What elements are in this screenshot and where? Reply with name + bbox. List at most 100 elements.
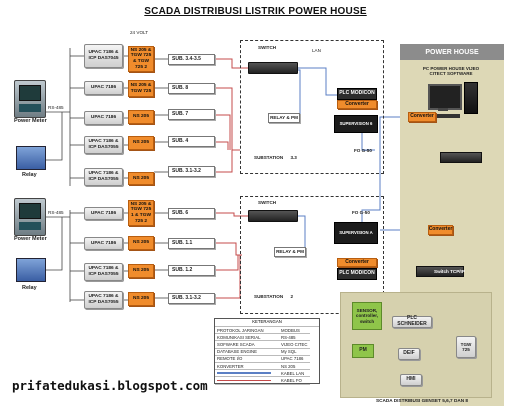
substation-label: SUB. 1.2 [168,265,215,276]
legend-value: VIJEO CITEC [279,340,310,349]
legend-header: KETERANGAN [215,319,319,327]
upac-module: UPAC 7186 [84,111,123,125]
plc-schneider: PLC SCHNEIDER [392,315,432,328]
legend-value: KABEL LAN [279,369,310,378]
diagram-title: SCADA DISTRIBUSI LISTRIK POWER HOUSE [144,6,367,17]
power-meter-icon [14,198,46,236]
legend-row: KABEL LAN [215,369,310,378]
ns-converter: NS 205 [128,264,154,278]
legend-lan-swatch [215,369,279,378]
power-meter-icon [14,80,46,118]
legend-key: REMOTE I/O [215,355,279,363]
upac-module: UPAC 7186 & ICP DAS7045 [84,44,123,68]
legend-value: My SQL [279,348,310,356]
substation-label: SUB. 4 [168,136,215,147]
relay-label-top: Relay [22,172,37,178]
relay-icon [16,146,46,170]
network-switch-icon [248,210,298,222]
plc-modicon: PLC MODICON [337,268,377,280]
relay-pm-box: RELAY & PM [274,247,306,257]
upac-module: UPAC 7186 & ICP DAS7055 [84,136,123,154]
relay-icon [16,258,46,282]
substation-label-lower: SUBSTATION 2 [254,294,293,299]
upac-module: UPAC 7186 [84,81,123,95]
relay-pm-box: RELAY & PM [268,113,300,123]
fo-label-lower: FO G-50 [352,210,370,215]
network-switch-icon [440,152,482,163]
switch-label: SWITCH [258,200,277,205]
converter-box: Converter [408,112,436,122]
pm-box: PM [352,344,374,358]
upac-module: UPAC 7186 [84,237,123,250]
watermark-text: prifatedukasi.blogspot.com [12,378,208,393]
plc-modicon: PLC MODICON [337,88,377,100]
supervision-box: SUPERVISION A [334,222,378,244]
substation-label: SUB. 7 [168,109,215,120]
substation-label-upper: SUBSTATION 3.3 [254,155,297,160]
tgw-box: TGW 725 [456,336,476,358]
relay-label-bottom: Relay [22,285,37,291]
genset-footer: SCADA DISTRIBUSI GENSET 5,6,7 DAN 8 [375,398,469,403]
substation-3-3-frame [240,40,384,174]
legend-value: NS 205 [279,362,310,371]
legend-value: UPAC 7186 [279,355,310,363]
substation-label: SUB. 3.1-3.2 [168,293,215,304]
rs485-label-bottom: RS-485 [48,210,64,215]
substation-label: SUB. 8 [168,83,215,94]
network-switch-icon [416,266,464,277]
legend-key: KONVERTER [215,362,279,371]
lan-label: LAN [312,48,321,53]
supervision-box: SUPERVISION 6 [334,115,378,133]
substation-word: SUBSTATION [254,294,284,299]
converter-box: Converter [337,258,377,267]
legend-key: DATABASE ENGINE [215,348,279,356]
upac-module: UPAC 7186 & ICP DAS7055 [84,168,123,186]
deif-box: DEIF [398,348,420,360]
pc-power-house-label: PC POWER HOUSE VIJEO CITECT SOFTWARE [422,66,480,77]
ns-converter: NS 205 [128,136,154,150]
legend-value: MODBUS [279,327,310,335]
substation-label: SUB. 6 [168,208,215,219]
ns-converter: NS 205 & TGW 725 [128,80,154,97]
ns-converter: NS 205 [128,172,154,185]
substation-label: SUB. 3.4-3.5 [168,54,215,65]
substation-number: 2 [290,294,294,299]
legend-key: KOMUNIKASI SERIAL [215,333,279,342]
switch-tcp-label: Switch TCP/IP [434,269,465,274]
network-switch-icon [248,62,298,74]
ns-converter: NS 205 [128,110,154,124]
legend-key: PROTOKOL JARINGAN [215,327,279,335]
fo-label-upper: FO G-50 [354,148,372,153]
ns-converter: NS 205 & TGW 725 & TGW 725 2 [128,46,154,72]
ns-converter: NS 205 [128,292,154,306]
power-meter-label-bottom: Power Meter [14,236,47,242]
volt-label: 24 VOLT [130,30,149,35]
legend-key: SOFWARE SCADA [215,340,279,349]
converter-box: Converter [428,225,453,235]
legend-value: KABEL FO [279,376,310,385]
substation-label: SUB. 1.1 [168,238,215,249]
hmi-box: HMI [400,374,422,386]
legend-row: KABEL FO [215,376,310,385]
rs485-label-top: RS-485 [48,105,64,110]
upac-module: UPAC 7186 & ICP DAS7055 [84,291,123,309]
monitor-stand-icon [438,108,448,111]
substation-number: 3.3 [290,155,297,160]
power-meter-label-top: Power Meter [14,118,47,124]
substation-word: SUBSTATION [254,155,284,160]
upac-module: UPAC 7186 & ICP DAS7055 [84,263,123,281]
switch-label: SWITCH [258,45,277,50]
converter-box: Converter [337,100,377,109]
substation-2-frame [240,196,384,314]
upac-module: UPAC 7186 [84,207,123,220]
keyboard-icon [426,114,460,118]
monitor-icon [428,84,462,110]
power-house-header: POWER HOUSE [400,44,504,60]
legend-fo-swatch [215,376,279,385]
